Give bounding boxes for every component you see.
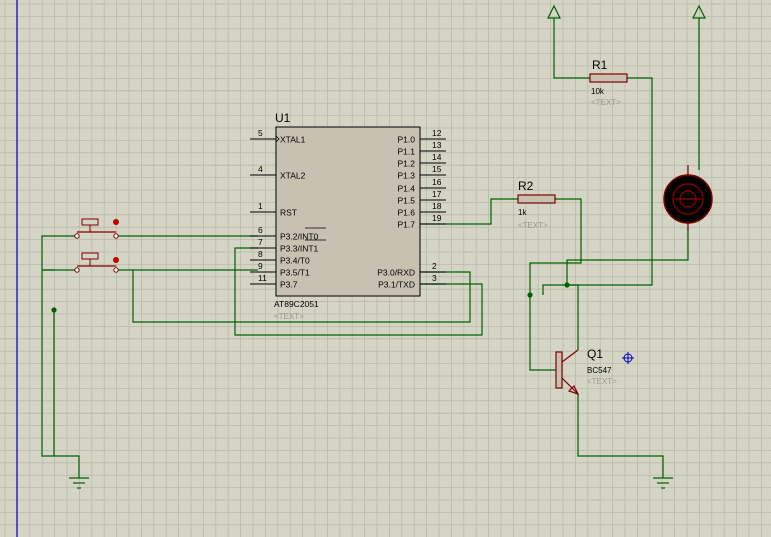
u1-pin-name: RST — [280, 208, 297, 218]
u1-pin-number: 13 — [432, 140, 442, 150]
u1-pin-number: 6 — [258, 225, 263, 235]
u1-pin-number: 9 — [258, 261, 263, 271]
u1-ref: U1 — [275, 111, 291, 125]
grounds — [69, 477, 673, 489]
u1-pin-name: P1.5 — [398, 196, 416, 206]
wire-p33-txd — [234, 247, 483, 336]
r2-placeholder: <TEXT> — [518, 221, 548, 230]
u1-pin-name: P3.4/T0 — [280, 256, 310, 266]
wire-vcc1-r1 — [553, 18, 590, 79]
junction-dot — [527, 292, 533, 298]
wire-p35-rxd — [132, 270, 471, 323]
vcc-arrow-icon — [547, 4, 561, 19]
u1-pin-number: 2 — [432, 261, 437, 271]
u1-pin-name: P3.0/RXD — [377, 268, 415, 278]
u1-pin-name: XTAL1 — [280, 135, 306, 145]
u1-pin-number: 15 — [432, 164, 442, 174]
u1-part: AT89C2051 — [274, 299, 319, 309]
dc-motor[interactable] — [663, 165, 713, 230]
wire-emitter-ground — [577, 394, 664, 478]
r2-body — [517, 194, 556, 204]
u1-pin-number: 8 — [258, 249, 263, 259]
power-terminals — [547, 4, 706, 19]
q1-base-bar — [555, 351, 563, 389]
u1-pin-name: P1.2 — [398, 159, 416, 169]
u1-pin-name: P1.4 — [398, 184, 416, 194]
u1-pin-name: P3.2/INT0 — [280, 232, 319, 242]
vcc-arrow-icon — [692, 4, 706, 19]
pushbutton-2[interactable] — [74, 252, 119, 273]
r2-ref: R2 — [518, 179, 534, 193]
u1-pin-name: P1.3 — [398, 171, 416, 181]
pushbutton-1[interactable] — [74, 218, 119, 239]
u1-pin-number: 17 — [432, 189, 442, 199]
u1-pin-number: 11 — [258, 273, 267, 283]
transistor-q1[interactable]: Q1 BC547 <TEXT> — [555, 347, 617, 396]
resistor-r1[interactable]: R1 10k <TEXT> — [589, 58, 628, 107]
junction-dot — [564, 282, 570, 288]
u1-pin-name: P3.3/INT1 — [280, 244, 319, 254]
u1-pin-number: 16 — [432, 177, 442, 187]
u1-pin-number: 12 — [432, 128, 442, 138]
r1-ref: R1 — [592, 58, 608, 72]
q1-placeholder: <TEXT> — [587, 377, 617, 386]
clock-marker-icon — [275, 135, 280, 143]
r1-body — [589, 73, 628, 83]
wires — [41, 18, 700, 478]
resistor-r2[interactable]: R2 1k <TEXT> — [517, 179, 556, 230]
wire-r1-net — [542, 77, 653, 295]
junction-dot — [51, 307, 57, 313]
r2-value: 1k — [518, 208, 527, 217]
q1-emitter-arrow — [567, 384, 580, 396]
u1-pin-name: P3.5/T1 — [280, 268, 310, 278]
u1-pin-name: P1.6 — [398, 208, 416, 218]
q1-ref: Q1 — [587, 347, 603, 361]
crosshair-icon — [622, 352, 634, 364]
u1-placeholder: <TEXT> — [274, 312, 304, 321]
ground-icon — [69, 477, 89, 489]
u1-pin-number: 5 — [258, 128, 263, 138]
u1-pin-number: 19 — [432, 213, 442, 223]
wire-base — [529, 295, 557, 371]
ground-icon — [653, 477, 673, 489]
u1-pin-name: P1.0 — [398, 135, 416, 145]
u1-body — [275, 126, 421, 297]
junctions — [51, 282, 570, 313]
u1-pin-number: 3 — [432, 273, 437, 283]
q1-part: BC547 — [587, 366, 612, 375]
wire-p17-r2 — [420, 198, 518, 225]
u1-pin-number: 4 — [258, 164, 263, 174]
u1-pin-name: P1.7 — [398, 220, 416, 230]
wire-sw1-ground — [41, 235, 80, 478]
r1-value: 10k — [591, 87, 605, 96]
wire-motor-collector — [566, 228, 689, 350]
r1-placeholder: <TEXT> — [591, 98, 621, 107]
u1-pin-number: 1 — [258, 201, 263, 211]
u1-pin-number: 7 — [258, 237, 263, 247]
wire-r2-base-net — [529, 198, 582, 295]
u1-pin-name: P3.7 — [280, 280, 298, 290]
u1-pin-number: 14 — [432, 152, 442, 162]
u1-pin-number: 18 — [432, 201, 442, 211]
u1-pin-name: P3.1/TXD — [378, 280, 415, 290]
u1-pin-name: P1.1 — [398, 147, 416, 157]
u1-pin-name: XTAL2 — [280, 171, 306, 181]
